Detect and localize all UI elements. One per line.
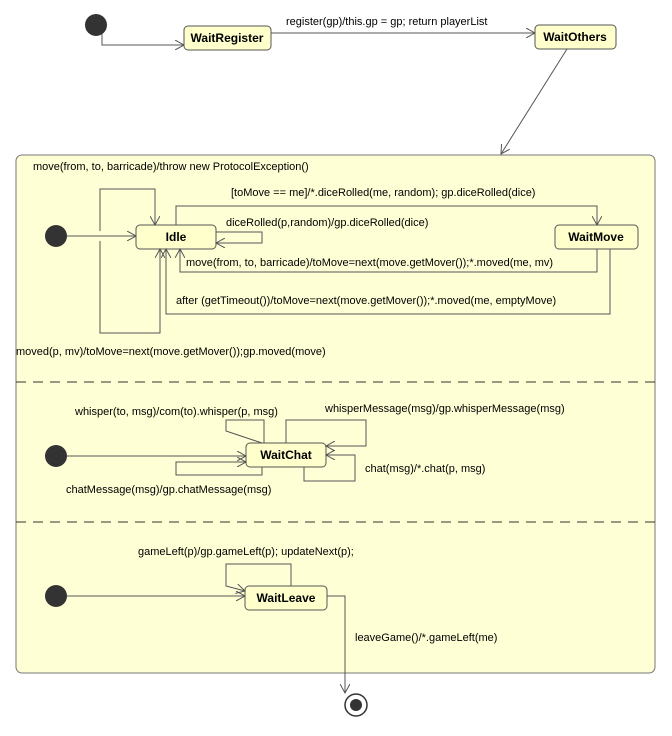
edge-waitothers-composite	[501, 48, 568, 154]
composite-state	[15, 154, 656, 674]
state-wait-leave: WaitLeave	[244, 585, 328, 611]
label-chat-message: chatMessage(msg)/gp.chatMessage(msg)	[66, 484, 271, 496]
edge-self-barricade	[99, 188, 155, 231]
edge-self-game-left	[225, 563, 292, 591]
label-to-move-me: [toMove == me]/*.diceRolled(me, random);…	[231, 187, 535, 199]
edge-waitmove-idle-timeout	[166, 249, 611, 315]
state-wait-move-label: WaitMove	[568, 230, 624, 244]
edge-self-whisper-message	[285, 419, 367, 446]
state-wait-move: WaitMove	[554, 224, 639, 250]
state-idle-label: Idle	[166, 230, 187, 244]
state-idle: Idle	[135, 224, 217, 250]
initial-state-top	[85, 14, 107, 36]
edge-self-dice-rolled	[216, 231, 263, 243]
initial-state-region-1	[45, 225, 67, 247]
final-state	[344, 693, 368, 717]
state-wait-others-label: WaitOthers	[543, 30, 607, 44]
edge-self-chat	[303, 455, 356, 482]
edge-init-waitregister	[101, 34, 184, 45]
state-wait-chat: WaitChat	[245, 442, 327, 468]
state-wait-leave-label: WaitLeave	[257, 591, 316, 605]
edge-self-whisper	[225, 419, 265, 444]
edge-idle-waitmove	[175, 205, 597, 225]
edge-waitmove-idle-move	[180, 249, 598, 273]
state-wait-others: WaitOthers	[534, 24, 617, 50]
label-whisper-message: whisperMessage(msg)/gp.whisperMessage(ms…	[324, 403, 565, 415]
label-leave-game: leaveGame()/*.gameLeft(me)	[355, 632, 497, 644]
state-wait-register-label: WaitRegister	[191, 31, 264, 45]
label-move-next: move(from, to, barricade)/toMove=next(mo…	[186, 257, 553, 269]
initial-state-region-2	[45, 445, 67, 467]
edge-leave-game	[327, 595, 345, 693]
label-whisper: whisper(to, msg)/com(to).whisper(p, msg)	[74, 406, 278, 418]
initial-state-region-3	[45, 585, 67, 607]
label-barricade-exception: move(from, to, barricade)/throw new Prot…	[33, 161, 309, 173]
label-moved: moved(p, mv)/toMove=next(move.getMover()…	[16, 346, 326, 358]
label-timeout: after (getTimeout())/toMove=next(move.ge…	[176, 295, 556, 307]
edge-self-moved	[99, 241, 160, 334]
edge-self-chat-message	[175, 462, 263, 476]
label-chat: chat(msg)/*.chat(p, msg)	[365, 463, 485, 475]
state-wait-register: WaitRegister	[183, 25, 272, 51]
label-game-left: gameLeft(p)/gp.gameLeft(p); updateNext(p…	[138, 546, 354, 558]
state-wait-chat-label: WaitChat	[260, 448, 312, 462]
label-register: register(gp)/this.gp = gp; return player…	[286, 16, 487, 28]
label-dice-rolled: diceRolled(p,random)/gp.diceRolled(dice)	[226, 217, 428, 229]
